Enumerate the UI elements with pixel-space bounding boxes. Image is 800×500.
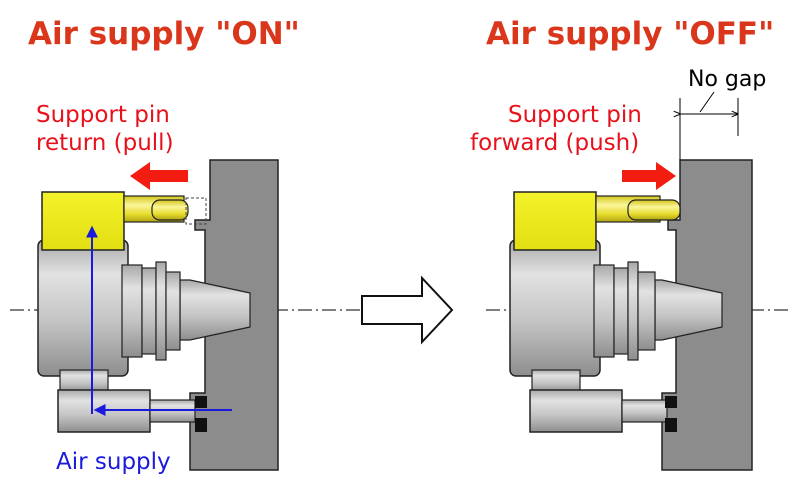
left-title: Air supply "ON" xyxy=(28,16,300,52)
left-seal-top xyxy=(195,396,207,408)
right-neck xyxy=(593,264,615,358)
no-gap-dimension xyxy=(680,91,738,160)
left-pin-dashed-outline xyxy=(185,197,207,225)
right-yellow-block xyxy=(513,191,597,251)
right-air-tube xyxy=(621,399,668,423)
right-groove-2 xyxy=(627,261,639,361)
right-lower-block xyxy=(531,369,581,393)
no-gap-label: No gap xyxy=(688,67,766,92)
left-seal-bottom xyxy=(195,418,207,432)
right-assembly xyxy=(486,91,790,471)
right-cylinder-body xyxy=(509,239,601,377)
left-air-path xyxy=(86,225,232,416)
left-yellow-block xyxy=(41,191,125,251)
transition-arrow-icon xyxy=(361,275,454,345)
right-groove-3 xyxy=(637,271,656,351)
left-support-label-1: Support pin xyxy=(36,102,170,128)
right-support-label-1: Support pin xyxy=(508,102,642,128)
right-seal-top xyxy=(665,396,677,408)
left-support-label-2: return (pull) xyxy=(36,130,174,156)
right-title: Air supply "OFF" xyxy=(486,16,774,52)
left-neck xyxy=(121,264,143,358)
right-groove-1 xyxy=(613,267,629,355)
left-groove-2 xyxy=(155,261,167,361)
left-groove-3 xyxy=(165,271,181,351)
right-pin-tip xyxy=(627,199,681,221)
no-gap-leader-line xyxy=(699,91,715,113)
right-red-arrow-icon xyxy=(622,162,676,190)
air-supply-label: Air supply xyxy=(56,449,171,475)
left-pin-tip xyxy=(151,199,189,221)
left-cylinder-body xyxy=(37,239,129,377)
left-groove-1 xyxy=(141,267,157,355)
left-red-arrow-icon xyxy=(130,162,188,190)
right-support-label-2: forward (push) xyxy=(470,130,639,156)
right-air-fitting xyxy=(529,389,623,433)
left-assembly xyxy=(10,159,360,471)
left-lower-block xyxy=(59,369,109,393)
right-seal-bottom xyxy=(665,418,677,432)
